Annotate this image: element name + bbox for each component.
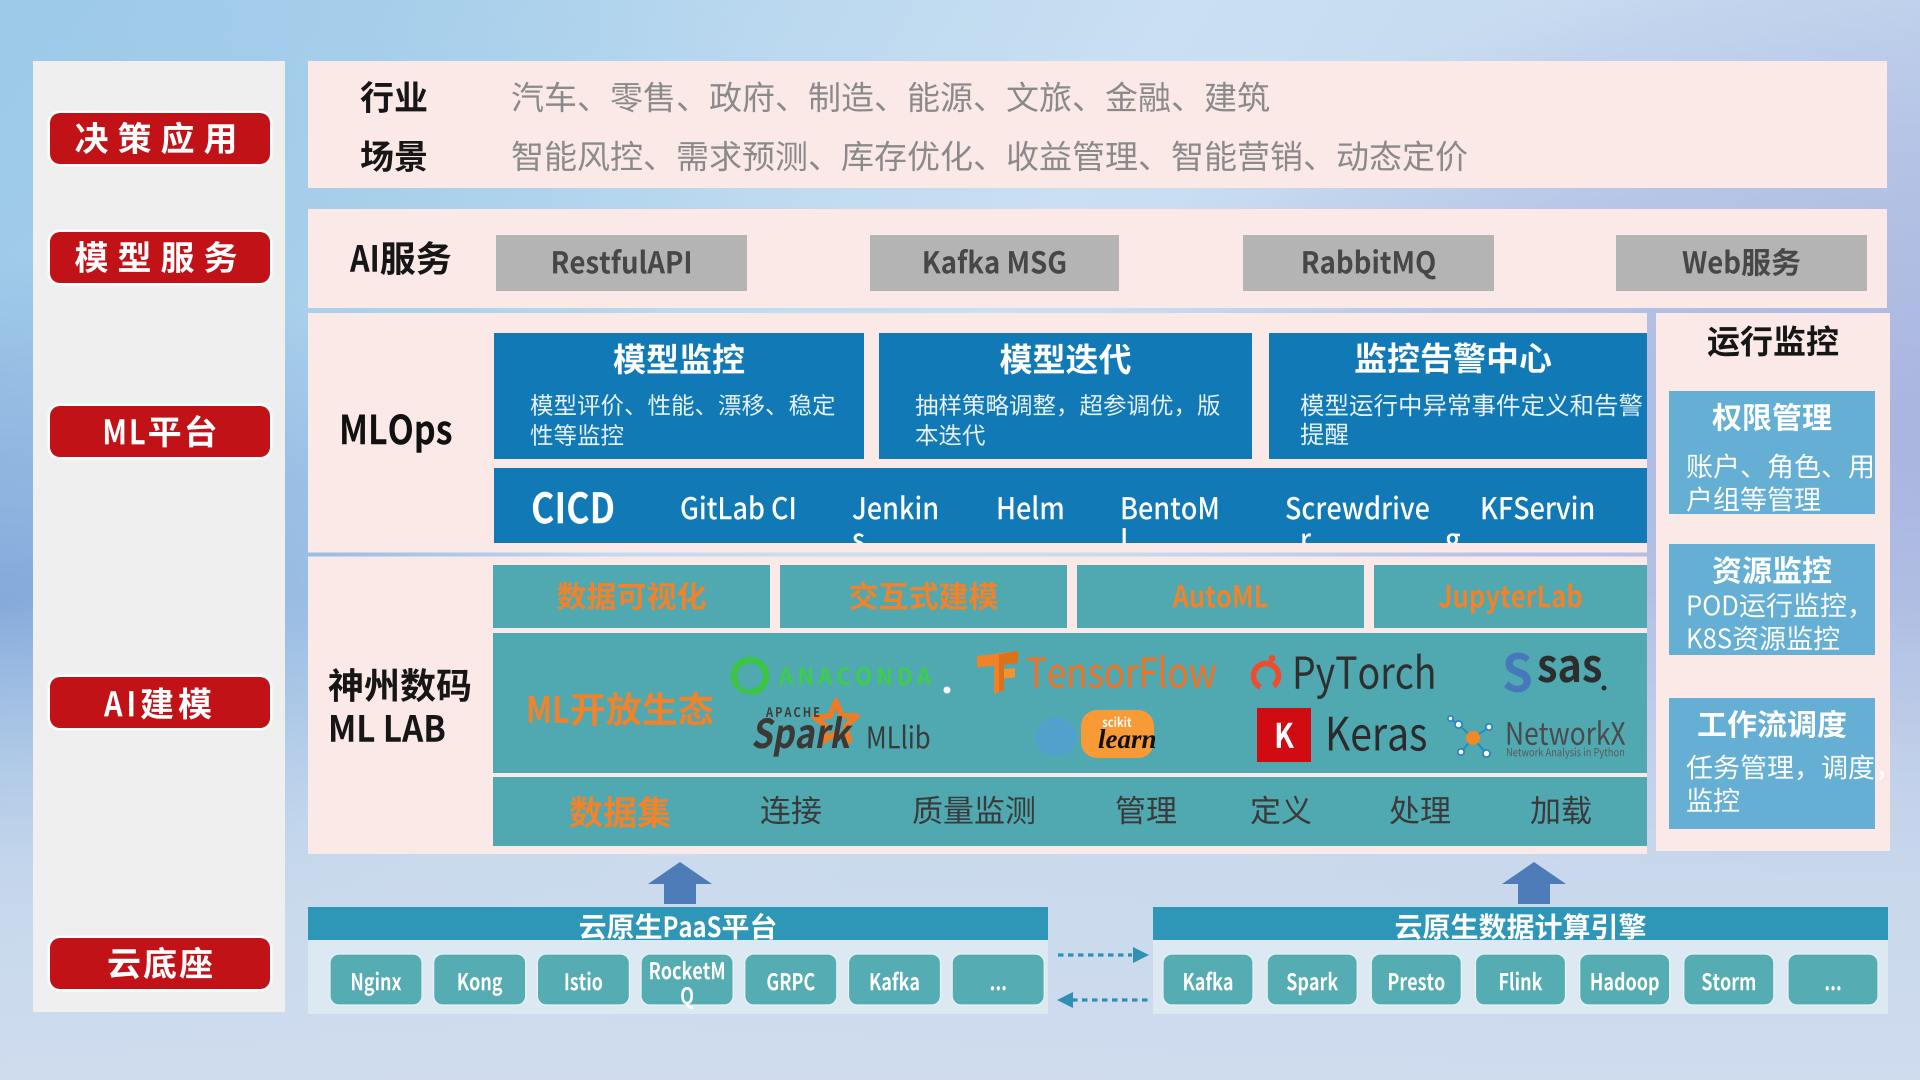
svg-text:learn: learn bbox=[1098, 724, 1157, 754]
